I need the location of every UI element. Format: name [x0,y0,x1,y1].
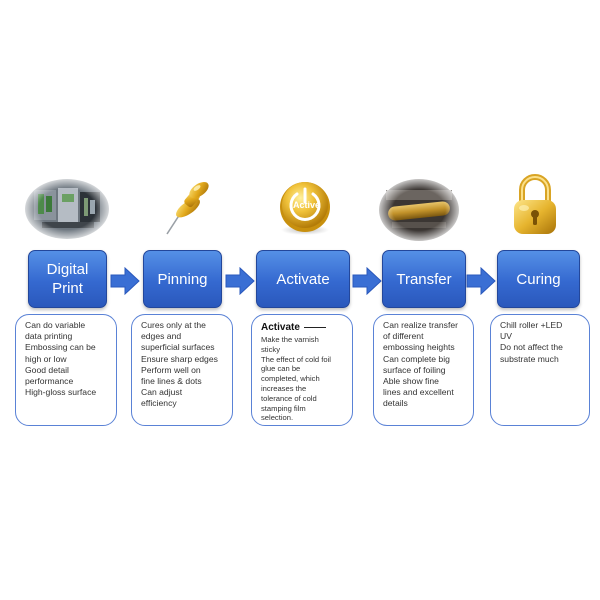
description-line: High-gloss surface [25,387,97,398]
printing-press-icon [24,178,110,240]
step-label: Activate [276,270,330,288]
description-line: sticky [261,344,280,354]
description-line: edges and [141,331,182,342]
description-line: lines and excellent [383,387,454,398]
description-line: Embossing can be [25,342,96,353]
active-button-text: Active [293,200,320,210]
description-line: selection. [261,413,294,423]
description-line: Do not affect the [500,342,563,353]
description-line: substrate much [500,353,559,364]
foil-roller-icon [378,178,460,242]
description-line: glue can be [261,364,301,374]
description-box-curing: Chill roller +LED UV Do not affect the s… [490,314,590,426]
description-line: embossing heights [383,342,455,353]
description-line: increases the [261,383,307,393]
description-line: surface of foiling [383,364,446,375]
description-line: Make the varnish [261,335,319,344]
description-line: stamping film [261,403,306,413]
step-label-line: Print [52,280,83,297]
description-line: Can realize transfer [383,320,458,330]
description-line: UV [500,331,512,342]
flow-arrow-icon [466,267,496,295]
power-button-icon: Active [280,182,330,235]
description-line: Can do variable [25,320,86,330]
title-rule [303,327,326,328]
description-line: Good detail [25,364,69,375]
description-line: data printing [25,331,73,342]
step-digital-print: Digital Print [28,250,107,308]
description-line: of different [383,331,424,342]
description-line: superficial surfaces [141,342,215,353]
step-curing: Curing [497,250,580,308]
description-line: tolerance of cold [261,393,317,403]
step-label: Transfer [396,270,452,288]
description-line: Able show fine [383,376,439,387]
description-line: The effect of cold foil [261,354,331,364]
description-box-activate: Activate Make the varnish sticky The eff… [251,314,353,426]
description-box-digital-print: Can do variable data printing Embossing … [15,314,117,426]
description-line: performance [25,376,74,387]
description-line: Ensure sharp edges [141,353,218,364]
step-label-line: Digital [46,261,89,278]
flow-arrow-icon [110,267,140,295]
step-label: Curing [516,270,561,288]
padlock-icon [514,174,556,234]
description-line: Chill roller +LED [500,320,563,330]
description-line: completed, which [261,374,320,384]
description-line: details [383,398,408,409]
step-label: Pinning [157,270,208,288]
description-line: efficiency [141,398,177,409]
description-title: Activate [261,321,343,334]
description-line: fine lines & dots [141,376,202,387]
step-pinning: Pinning [143,250,222,308]
description-line: Cures only at the [141,320,206,330]
pushpin-icon [166,182,209,235]
description-title-text: Activate [261,322,300,333]
description-box-transfer: Can realize transfer of different emboss… [373,314,474,426]
description-line: Can complete big [383,353,450,364]
description-line: Perform well on [141,364,201,375]
description-box-pinning: Cures only at the edges and superficial … [131,314,233,426]
flow-arrow-icon [352,267,382,295]
description-line: high or low [25,353,67,364]
flow-arrow-icon [225,267,255,295]
step-activate: Activate [256,250,350,308]
step-transfer: Transfer [382,250,466,308]
description-line: Can adjust [141,387,183,398]
